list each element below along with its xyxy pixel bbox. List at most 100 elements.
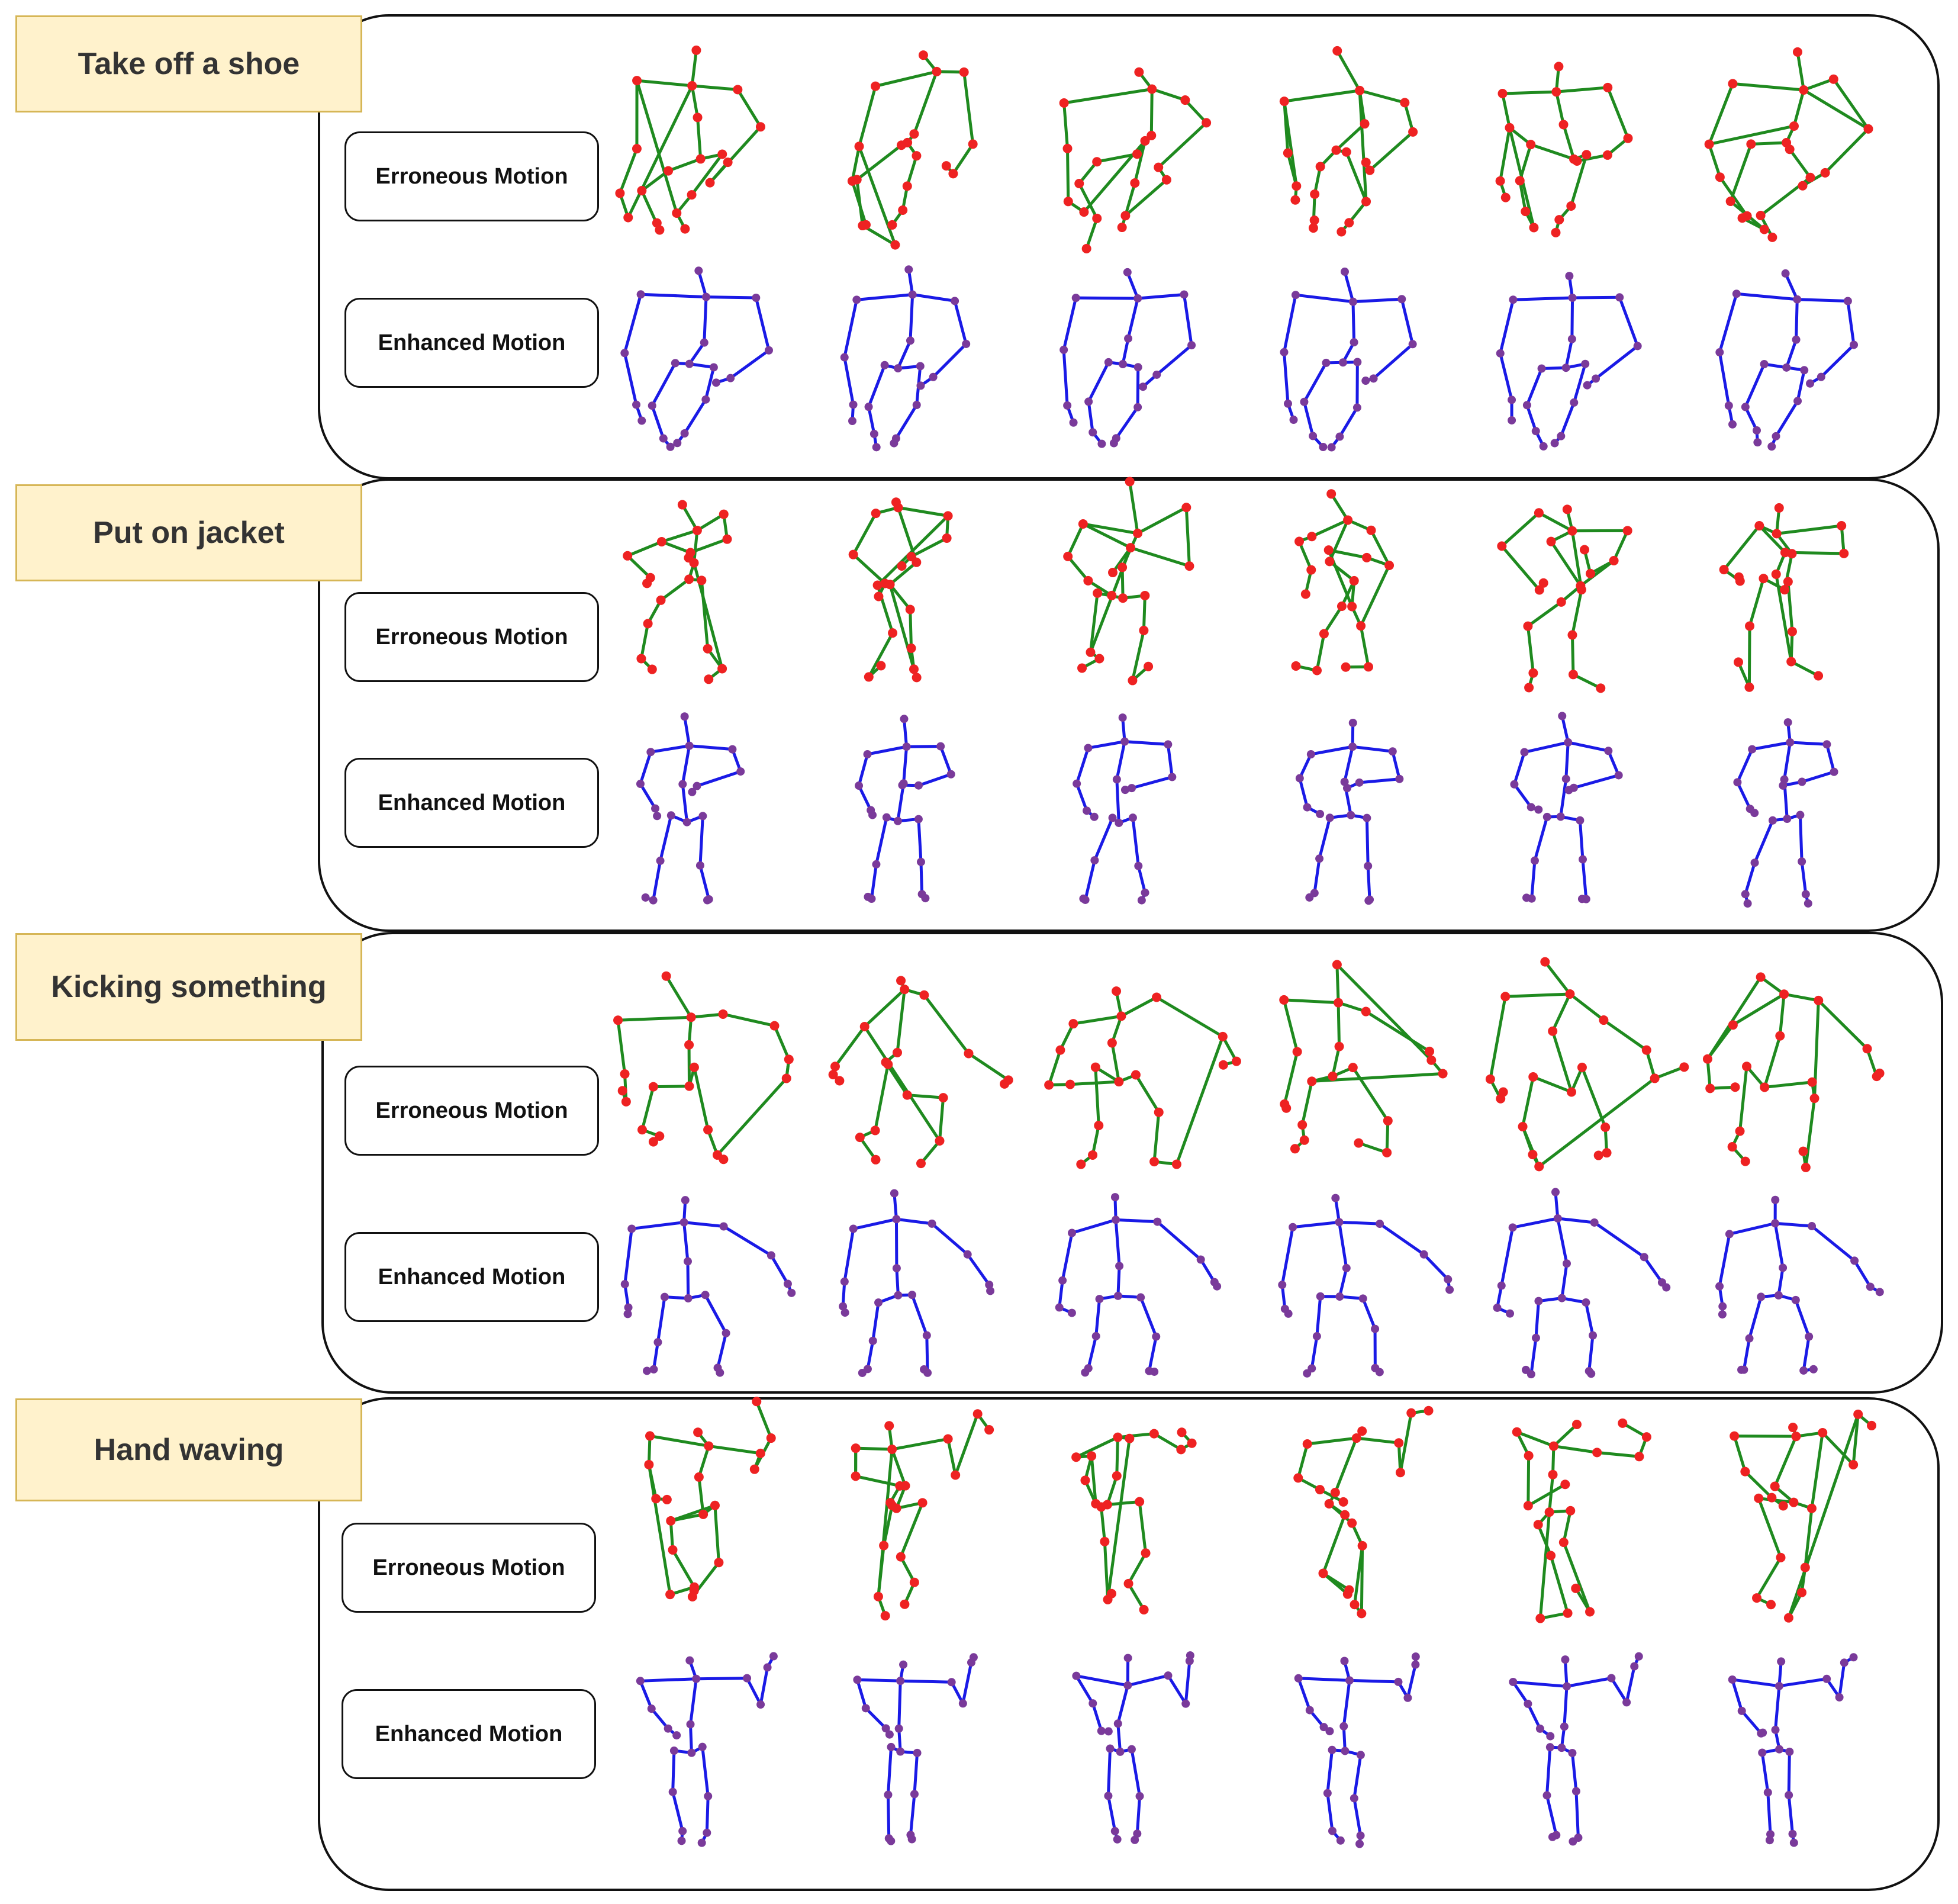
joint: [1063, 197, 1073, 207]
bone: [1760, 1751, 1770, 1794]
bone: [1526, 600, 1563, 628]
bone: [1348, 1678, 1400, 1684]
bone: [1058, 1022, 1075, 1052]
joint: [848, 417, 857, 426]
bone: [1731, 1678, 1781, 1688]
bone: [917, 773, 953, 787]
bone: [690, 153, 724, 197]
joint: [1351, 1433, 1361, 1443]
joint: [920, 1365, 929, 1374]
bone: [1708, 143, 1722, 179]
joint: [1055, 1045, 1065, 1055]
bone: [713, 1504, 720, 1564]
bone: [693, 529, 699, 565]
joint: [922, 1331, 931, 1340]
bone: [1297, 540, 1313, 572]
joint: [1589, 1331, 1598, 1340]
put-on-jacket-erroneous-skeleton-3: [1063, 477, 1194, 686]
joint: [1567, 630, 1577, 640]
joint: [1765, 1836, 1774, 1845]
joint: [1305, 1706, 1314, 1715]
joint: [1528, 668, 1538, 678]
joint: [1518, 1121, 1528, 1131]
bone: [773, 1024, 791, 1061]
joint: [1292, 181, 1302, 191]
joint: [887, 1837, 896, 1845]
joint: [678, 1826, 687, 1835]
joint: [908, 290, 917, 299]
joint: [1181, 1699, 1190, 1708]
joint: [615, 188, 625, 198]
bone: [1136, 292, 1186, 300]
bone: [1731, 82, 1805, 92]
joint: [1424, 1406, 1434, 1416]
bone: [906, 1093, 945, 1099]
joint: [1294, 536, 1305, 546]
joint: [648, 1137, 658, 1147]
joint: [1357, 1540, 1367, 1551]
joint: [694, 1472, 704, 1482]
joint: [1071, 294, 1080, 303]
joint: [1140, 590, 1150, 600]
joint: [1281, 1103, 1292, 1113]
bone: [1302, 400, 1315, 438]
joint: [1523, 1501, 1533, 1511]
joint: [1814, 995, 1824, 1005]
bone: [896, 781, 906, 823]
joint: [840, 1308, 849, 1317]
joint: [1094, 1120, 1104, 1130]
joint: [1800, 366, 1809, 375]
joint: [1581, 359, 1590, 368]
bone: [639, 782, 657, 811]
bone: [890, 1437, 950, 1451]
joint: [1106, 1744, 1115, 1753]
joint: [1133, 1829, 1142, 1838]
bone: [1150, 87, 1187, 102]
joint: [1338, 1497, 1348, 1507]
joint: [1875, 1068, 1885, 1078]
bone: [1566, 741, 1610, 752]
joint: [680, 429, 689, 438]
joint: [1520, 748, 1529, 757]
bone: [681, 503, 699, 532]
joint: [1120, 211, 1131, 221]
bone: [1087, 361, 1110, 403]
bone: [1114, 1218, 1121, 1268]
joint: [1345, 1676, 1354, 1685]
bone: [1062, 296, 1078, 352]
joint: [928, 1219, 936, 1228]
bone: [1334, 1436, 1358, 1494]
joint: [1577, 1062, 1587, 1072]
bone: [1526, 1702, 1542, 1731]
joint: [1530, 856, 1539, 865]
joint: [1497, 541, 1507, 551]
joint: [1168, 773, 1177, 781]
joint: [1771, 1725, 1780, 1734]
joint: [1582, 1298, 1590, 1307]
joint: [896, 1552, 906, 1562]
joint: [1419, 1250, 1428, 1259]
joint: [1213, 1282, 1222, 1291]
bone: [627, 85, 694, 218]
bone: [1511, 1680, 1529, 1706]
joint: [1557, 1744, 1566, 1752]
joint: [1567, 526, 1577, 536]
bone: [1718, 350, 1731, 407]
bone: [1070, 1218, 1118, 1235]
bone: [1155, 1220, 1203, 1262]
joint: [617, 1086, 627, 1096]
joint: [1534, 585, 1544, 595]
joint: [1789, 1497, 1799, 1507]
bone: [1310, 1334, 1319, 1370]
joint: [1110, 1193, 1119, 1202]
bone: [1512, 783, 1533, 809]
take-off-shoe-enhanced-skeleton-1: [620, 266, 773, 451]
joint: [1294, 1674, 1303, 1683]
bone: [1740, 1709, 1763, 1735]
joint: [1734, 657, 1744, 667]
joint: [1107, 1588, 1117, 1599]
joint: [1508, 416, 1516, 424]
joint: [864, 672, 874, 682]
bone: [656, 1295, 666, 1344]
joint: [1063, 401, 1072, 410]
